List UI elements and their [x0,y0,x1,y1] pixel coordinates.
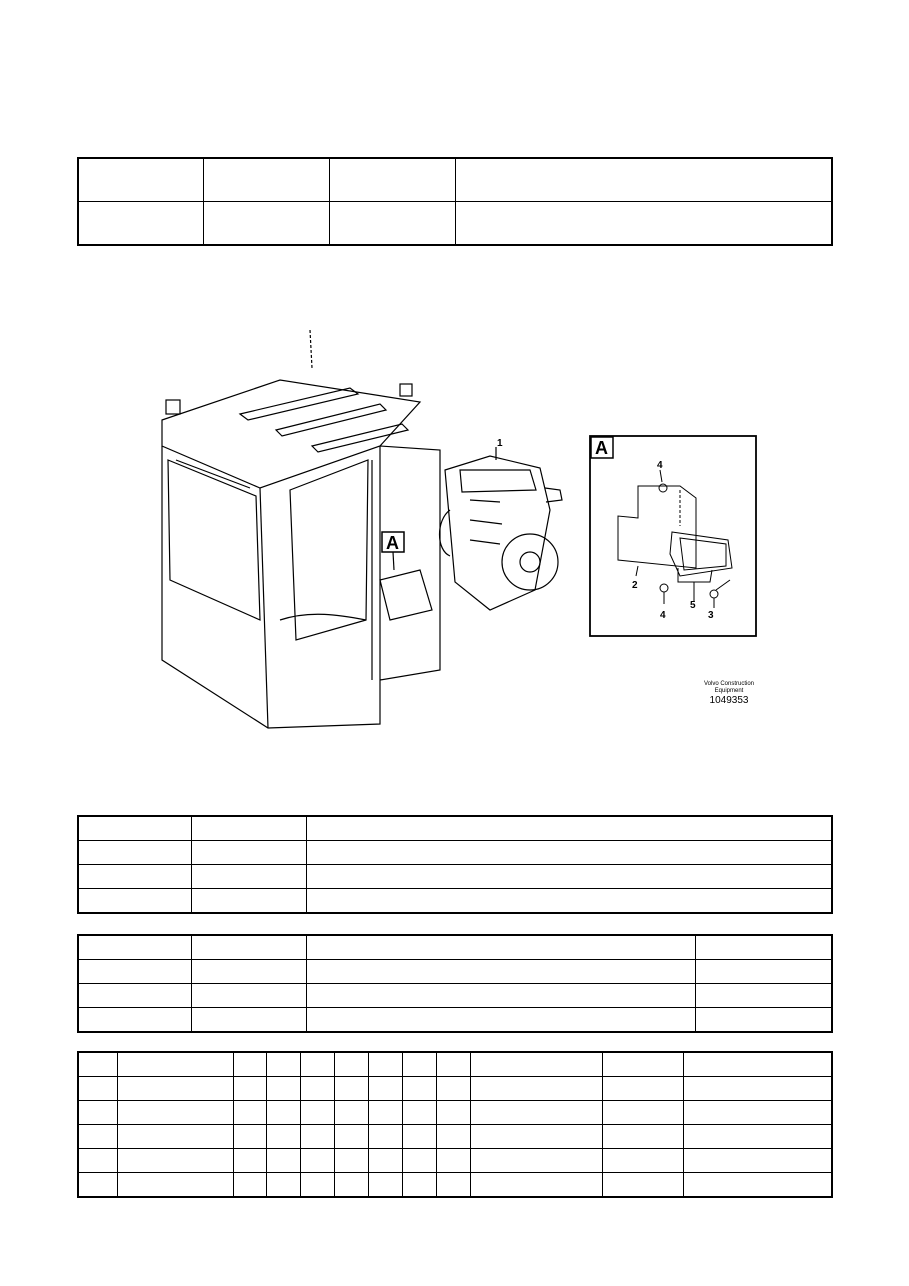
parts-list-table [77,1051,833,1198]
detail-marker-letter: A [386,533,399,553]
figure-number: 1049353 [709,695,749,706]
info-table-1 [77,815,833,914]
table-row [78,888,832,913]
table-row [78,959,832,984]
info-table-2 [77,934,833,1033]
header-table [77,157,833,246]
callout-5: 5 [690,600,696,611]
callout-1: 1 [497,438,503,449]
table-row [78,864,832,889]
table-row [78,1076,832,1101]
table-row [78,1052,832,1077]
table-row [78,1172,832,1197]
table-row [78,1100,832,1125]
table-row [78,935,832,960]
table-row [78,1007,832,1032]
callout-3: 3 [708,610,714,621]
table-row [78,983,832,1008]
table-row [78,158,832,202]
table-row [78,840,832,865]
table-row [78,201,832,245]
callout-2: 2 [632,580,638,591]
table-row [78,1148,832,1173]
table-row [78,816,832,841]
callout-4-bottom: 4 [660,610,666,621]
mounting-plate [617,485,697,569]
callout-4-top: 4 [657,460,663,471]
detail-a-box [589,435,757,637]
table-row [78,1124,832,1149]
parts-illustration: A 1 A 4 2 4 5 3 [161,329,757,729]
detail-box-letter: A [595,438,608,458]
engine-drawing [444,455,551,611]
control-unit-drawing [669,531,733,577]
